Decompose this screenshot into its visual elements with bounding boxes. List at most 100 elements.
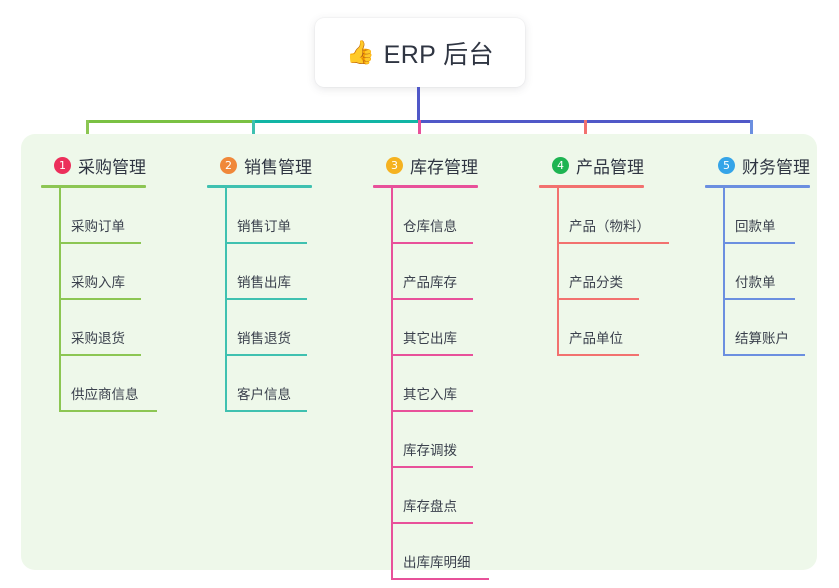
branch-item[interactable]: 回款单 <box>705 188 810 244</box>
branch-item[interactable]: 产品（物料） <box>539 188 669 244</box>
branch-item-rule <box>557 298 639 300</box>
branch-column-2: 2 销售管理销售订单销售出库销售退货客户信息 <box>207 148 312 412</box>
branch-item[interactable]: 采购入库 <box>41 244 146 300</box>
branch-item-label: 其它入库 <box>403 387 457 402</box>
trunk-line <box>417 87 420 123</box>
branch-item[interactable]: 仓库信息 <box>373 188 478 244</box>
branch-header-5[interactable]: 5 财务管理 <box>705 148 810 182</box>
branch-items-5: 回款单付款单结算账户 <box>705 188 810 356</box>
branch-number-badge-2: 2 <box>220 156 237 174</box>
branch-item-rule <box>59 242 141 244</box>
branch-item-label: 结算账户 <box>735 331 789 346</box>
branch-items-4: 产品（物料） 产品分类产品单位 <box>539 188 669 356</box>
branch-column-3: 3 库存管理仓库信息产品库存其它出库其它入库库存调拨库存盘点出库库明细 <box>373 148 489 580</box>
branch-item-label: 产品单位 <box>569 331 623 346</box>
branch-panel: 1 采购管理采购订单采购入库采购退货供应商信息 2 销售管理销售订单销售出库销售退货客… <box>21 134 817 580</box>
branch-item[interactable]: 付款单 <box>705 244 810 300</box>
branch-spine-5 <box>723 188 725 356</box>
thumbs-up-emoji: 👍 <box>346 39 375 65</box>
branch-title-5: 财务管理 <box>742 157 810 177</box>
branch-item[interactable]: 库存调拨 <box>373 412 478 468</box>
branch-item-rule <box>391 354 473 356</box>
branch-item-rule <box>723 354 805 356</box>
branch-item[interactable]: 客户信息 <box>207 356 312 412</box>
branch-column-4: 4 产品管理产品（物料） 产品分类产品单位 <box>539 148 669 356</box>
branch-item-label: 其它出库 <box>403 331 457 346</box>
branch-item[interactable]: 产品分类 <box>539 244 644 300</box>
branch-spine-4 <box>557 188 559 356</box>
branch-title-3: 库存管理 <box>410 157 478 177</box>
branch-header-2[interactable]: 2 销售管理 <box>207 148 312 182</box>
bus-teal <box>252 120 419 123</box>
branch-item-label: 采购订单 <box>71 219 125 234</box>
branch-item-label: 供应商信息 <box>71 387 139 402</box>
branch-item[interactable]: 采购订单 <box>41 188 146 244</box>
branch-items-1: 采购订单采购入库采购退货供应商信息 <box>41 188 157 412</box>
branch-number-badge-1: 1 <box>54 156 71 174</box>
branch-item-label: 库存盘点 <box>403 499 457 514</box>
branch-item-rule <box>723 242 795 244</box>
branch-item-label: 客户信息 <box>237 387 291 402</box>
branch-item-label: 仓库信息 <box>403 219 457 234</box>
branch-item-label: 采购退货 <box>71 331 125 346</box>
branch-item-rule <box>391 410 473 412</box>
branch-item[interactable]: 其它出库 <box>373 300 478 356</box>
branch-item[interactable]: 产品库存 <box>373 244 478 300</box>
branch-item[interactable]: 库存盘点 <box>373 468 478 524</box>
branch-item-label: 产品分类 <box>569 275 623 290</box>
branch-item-rule <box>59 410 157 412</box>
bus-green <box>86 120 253 123</box>
branch-item[interactable]: 其它入库 <box>373 356 478 412</box>
branch-spine-1 <box>59 188 61 412</box>
branch-item[interactable]: 产品单位 <box>539 300 644 356</box>
branch-item[interactable]: 销售退货 <box>207 300 312 356</box>
branch-column-1: 1 采购管理采购订单采购入库采购退货供应商信息 <box>41 148 157 412</box>
branch-item-label: 回款单 <box>735 219 776 234</box>
branch-item[interactable]: 销售订单 <box>207 188 312 244</box>
branch-header-rule-4 <box>539 185 644 188</box>
bus-blue <box>418 120 751 123</box>
branch-number-badge-3: 3 <box>386 156 403 174</box>
branch-item-label: 出库库明细 <box>403 555 471 570</box>
branch-title-4: 产品管理 <box>576 157 644 177</box>
root-node-card[interactable]: 👍 ERP 后台 <box>315 18 525 87</box>
branch-item[interactable]: 出库库明细 <box>373 524 489 580</box>
branch-item[interactable]: 结算账户 <box>705 300 810 356</box>
branch-number-badge-4: 4 <box>552 156 569 174</box>
branch-item[interactable]: 销售出库 <box>207 244 312 300</box>
branch-item-rule <box>391 578 489 580</box>
branch-header-3[interactable]: 3 库存管理 <box>373 148 478 182</box>
branch-item[interactable]: 供应商信息 <box>41 356 157 412</box>
branch-item-label: 销售退货 <box>237 331 291 346</box>
branch-title-1: 采购管理 <box>78 157 146 177</box>
branch-item-label: 产品库存 <box>403 275 457 290</box>
branch-item[interactable]: 采购退货 <box>41 300 146 356</box>
branch-spine-3 <box>391 188 393 580</box>
branch-header-rule-1 <box>41 185 146 188</box>
branch-item-rule <box>225 354 307 356</box>
branch-item-rule <box>557 242 669 244</box>
branch-header-rule-5 <box>705 185 810 188</box>
branch-title-2: 销售管理 <box>244 157 312 177</box>
branch-item-rule <box>59 354 141 356</box>
branch-item-label: 采购入库 <box>71 275 125 290</box>
branch-item-rule <box>391 298 473 300</box>
branch-item-rule <box>557 354 639 356</box>
branch-item-rule <box>391 466 473 468</box>
branch-item-rule <box>225 298 307 300</box>
branch-item-rule <box>225 242 307 244</box>
branch-items-2: 销售订单销售出库销售退货客户信息 <box>207 188 312 412</box>
branch-item-rule <box>59 298 141 300</box>
branch-item-label: 付款单 <box>735 275 776 290</box>
branch-number-badge-5: 5 <box>718 156 735 174</box>
branch-item-rule <box>391 242 473 244</box>
branch-header-4[interactable]: 4 产品管理 <box>539 148 644 182</box>
branch-item-label: 产品（物料） <box>569 219 650 234</box>
branch-items-3: 仓库信息产品库存其它出库其它入库库存调拨库存盘点出库库明细 <box>373 188 489 580</box>
branch-header-rule-2 <box>207 185 312 188</box>
branch-spine-2 <box>225 188 227 412</box>
branch-header-1[interactable]: 1 采购管理 <box>41 148 146 182</box>
branch-item-label: 销售出库 <box>237 275 291 290</box>
branch-item-rule <box>225 410 307 412</box>
